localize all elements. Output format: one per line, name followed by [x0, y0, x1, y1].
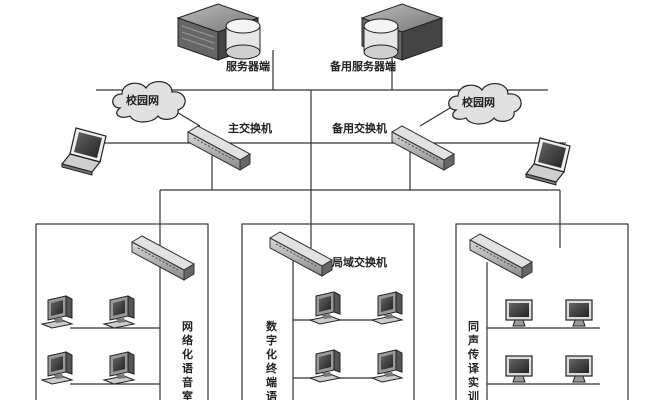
monitor-icon	[505, 299, 533, 327]
room-label-voice-lab: 网络化语音室	[182, 320, 193, 400]
campus-network-right-label: 校园网	[462, 95, 495, 109]
pc-icon	[41, 351, 73, 385]
pc-icon	[103, 351, 135, 385]
main-server-label: 服务器端	[226, 59, 270, 73]
backup-switch-icon	[391, 125, 455, 171]
pc-icon	[371, 349, 403, 383]
main-switch-label: 主交换机	[228, 121, 272, 135]
pc-icon	[371, 291, 403, 325]
room-label-digital-terminal: 数字化终端语	[266, 319, 278, 400]
backup-server-icon	[361, 3, 443, 61]
pc-icon	[103, 295, 135, 329]
room-switch-right-icon	[469, 233, 533, 279]
pc-icon	[309, 291, 341, 325]
main-server-icon	[177, 3, 261, 61]
room-switch-middle-icon	[269, 231, 333, 277]
laptop-left-icon	[61, 127, 107, 176]
backup-switch-label: 备用交换机	[331, 121, 387, 135]
monitor-icon	[505, 355, 533, 383]
backup-server-label: 备用服务器端	[329, 59, 396, 73]
room-frame-voice-lab	[35, 223, 209, 400]
lan-switch-label: 局域交换机	[331, 255, 387, 269]
monitor-icon	[565, 355, 593, 383]
room-frame-interpretation-lab	[455, 223, 629, 400]
room-switch-left-icon	[131, 235, 195, 281]
pc-icon	[309, 349, 341, 383]
laptop-right-icon	[525, 137, 571, 186]
room-frame-digital-terminal	[241, 223, 415, 400]
monitor-icon	[565, 299, 593, 327]
campus-network-left-label: 校园网	[126, 93, 159, 107]
room-label-interpretation-lab: 同声传译实训	[467, 320, 480, 400]
pc-icon	[41, 295, 73, 329]
